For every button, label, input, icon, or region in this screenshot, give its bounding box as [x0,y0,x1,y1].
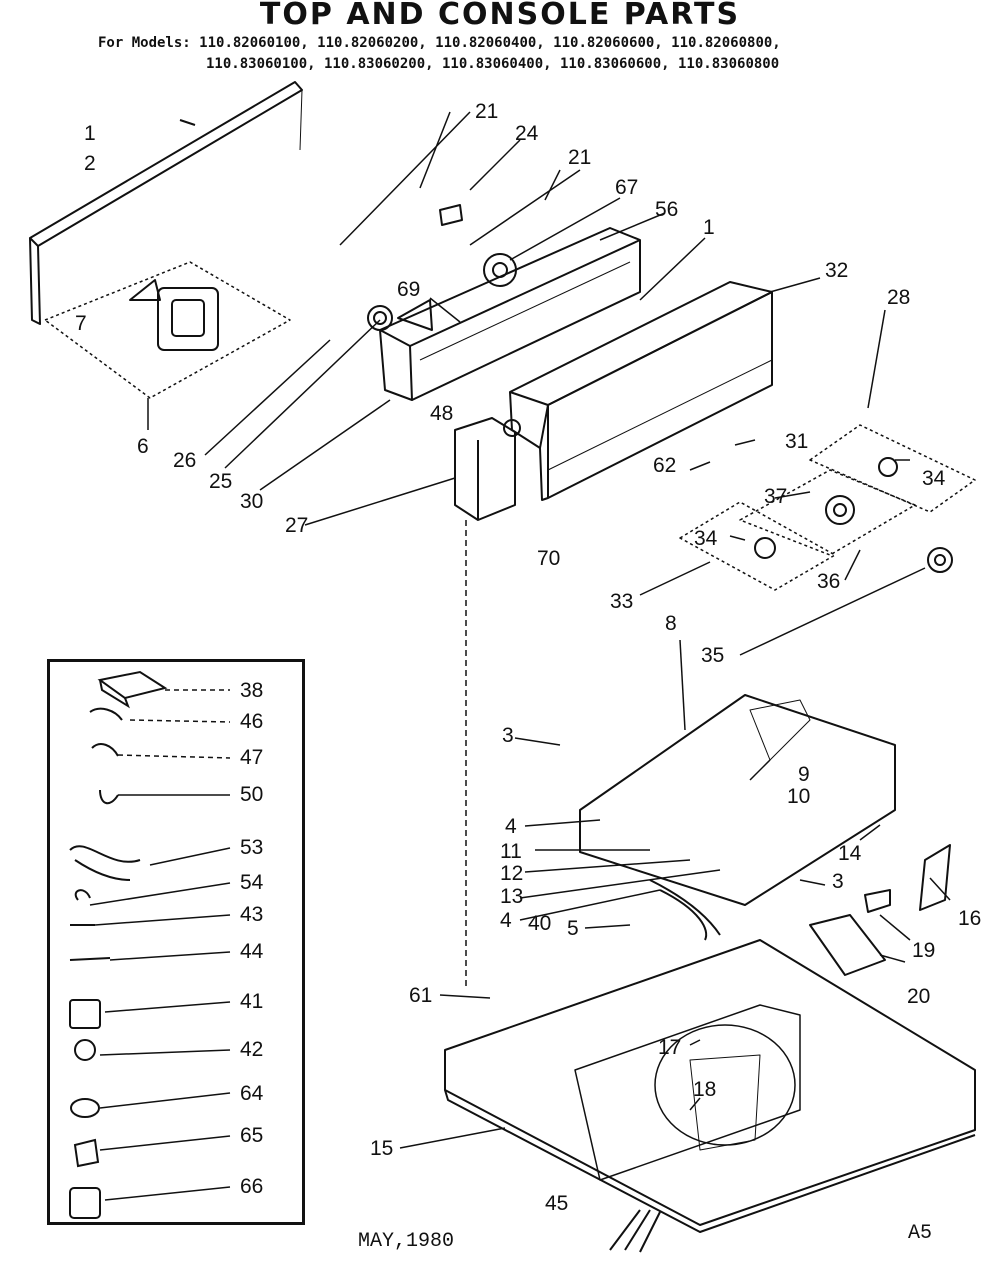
inset-callout-64: 64 [240,1082,264,1105]
inset-callout-54: 54 [240,871,264,894]
callout-1: 1 [84,122,96,145]
callout-70: 70 [537,547,560,570]
callout-20: 20 [907,985,930,1008]
callout-14: 14 [838,842,862,865]
callout-5: 5 [567,917,579,940]
callout-45: 45 [545,1192,568,1215]
callout-31: 31 [785,430,808,453]
callout-8: 8 [665,612,677,635]
callout-34: 34 [694,527,718,550]
callout-37: 37 [764,485,787,508]
callout-10: 10 [787,785,810,808]
callout-17: 17 [658,1036,681,1059]
inset-callout-50: 50 [240,783,263,806]
callout-35: 35 [701,644,724,667]
callout-6: 6 [137,435,149,458]
callout-21: 21 [475,100,498,123]
callout-33: 33 [610,590,633,613]
inset-callout-41: 41 [240,990,263,1013]
callout-30: 30 [240,490,263,513]
inset-callout-38: 38 [240,679,263,702]
callout-24: 24 [515,122,539,145]
inset-callout-47: 47 [240,746,263,769]
inset-callout-43: 43 [240,903,263,926]
callout-1: 1 [703,216,715,239]
callout-26: 26 [173,449,196,472]
models-list-1: 110.82060100, 110.82060200, 110.82060400… [199,35,781,51]
models-label: For Models: [98,35,191,51]
inset-callout-46: 46 [240,710,263,733]
callout-9: 9 [798,763,810,786]
inset-callout-53: 53 [240,836,263,859]
callout-21: 21 [568,146,591,169]
page-title: TOP AND CONSOLE PARTS [259,0,741,32]
inset-callout-66: 66 [240,1175,263,1198]
inset-callout-42: 42 [240,1038,263,1061]
callout-7: 7 [75,312,87,335]
callout-32: 32 [825,259,848,282]
small-parts-inset [47,659,305,1225]
callout-4: 4 [505,815,517,838]
callout-61: 61 [409,984,432,1007]
models-line-2: 110.83060100, 110.83060200, 110.83060400… [206,56,780,72]
callout-36: 36 [817,570,840,593]
callout-62: 62 [653,454,676,477]
callout-48: 48 [430,402,453,425]
date-label: MAY,1980 [358,1230,455,1253]
callout-15: 15 [370,1137,393,1160]
callout-27: 27 [285,514,308,537]
callout-18: 18 [693,1078,716,1101]
callout-28: 28 [887,286,910,309]
callout-19: 19 [912,939,935,962]
callout-67: 67 [615,176,638,199]
page-code: A5 [908,1222,933,1245]
callout-25: 25 [209,470,232,493]
callout-56: 56 [655,198,678,221]
callout-3: 3 [502,724,514,747]
callout-11: 11 [500,840,522,863]
inset-callout-44: 44 [240,940,264,963]
callout-40: 40 [528,912,551,935]
callout-4: 4 [500,909,512,932]
callout-69: 69 [397,278,420,301]
callout-34: 34 [922,467,946,490]
models-line-1: For Models: 110.82060100, 110.82060200, … [98,34,781,52]
callout-2: 2 [84,152,96,175]
callout-13: 13 [500,885,523,908]
callout-12: 12 [500,862,523,885]
inset-callout-65: 65 [240,1124,263,1147]
callout-3: 3 [832,870,844,893]
callout-16: 16 [958,907,981,930]
